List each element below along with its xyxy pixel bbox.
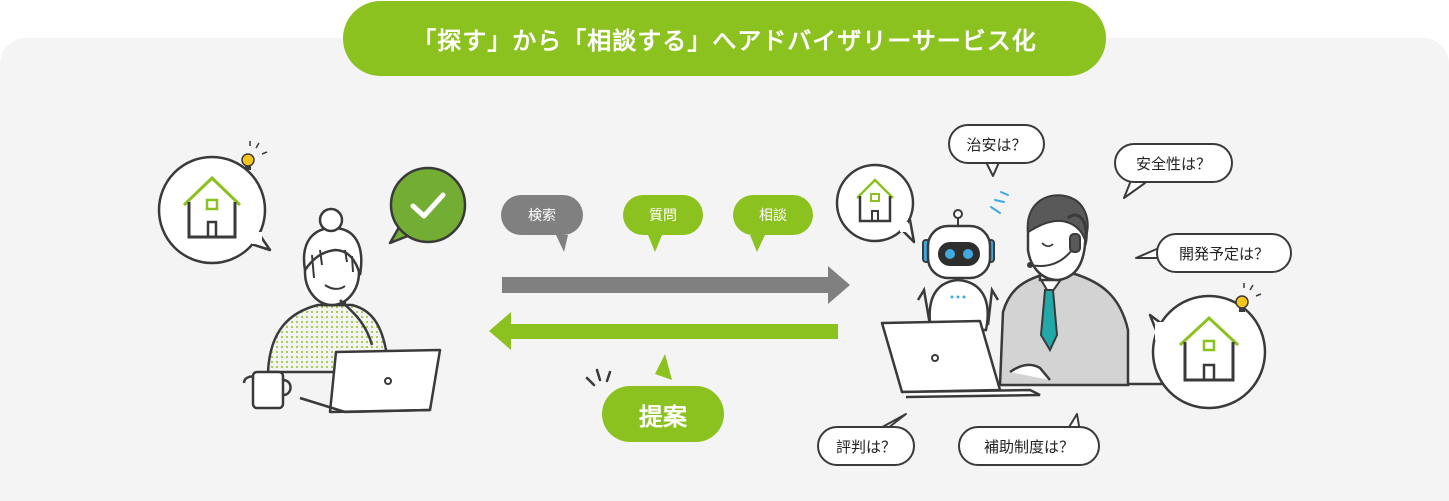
house-icon (1178, 315, 1240, 382)
tag-consult: 相談 (733, 195, 813, 235)
checkmark-icon (410, 192, 446, 219)
question-security: 安全性は？ (1114, 143, 1233, 183)
laptop-icon (299, 348, 442, 414)
house-bubble-left (157, 141, 272, 265)
question-reputation: 評判は？ (817, 426, 915, 466)
house-icon (182, 175, 242, 239)
page-title: 「探す」から「相談する」へアドバイザリーサービス化 (343, 1, 1106, 76)
laptop-icon (880, 319, 1041, 399)
arrow-left (489, 312, 838, 350)
lightbulb-icon (1235, 283, 1262, 312)
lightbulb-icon (241, 141, 268, 170)
question-subsidy: 補助制度は？ (958, 426, 1100, 466)
robot-icon (916, 191, 1009, 332)
tag-question: 質問 (623, 195, 703, 235)
question-safety: 治安は？ (948, 124, 1045, 164)
tag-search: 検索 (501, 195, 583, 235)
advisor-illustration (880, 194, 1170, 399)
mug-icon (251, 370, 285, 410)
arrow-right (502, 266, 850, 304)
house-bubble-right-large (1148, 283, 1267, 410)
check-bubble (388, 166, 467, 245)
proposal-label: 提案 (602, 386, 724, 442)
question-development: 開発予定は？ (1156, 233, 1292, 273)
headset-icon (1069, 233, 1081, 253)
house-bubble-right-small (835, 163, 916, 244)
house-icon (856, 178, 894, 223)
woman-illustration (242, 207, 442, 414)
